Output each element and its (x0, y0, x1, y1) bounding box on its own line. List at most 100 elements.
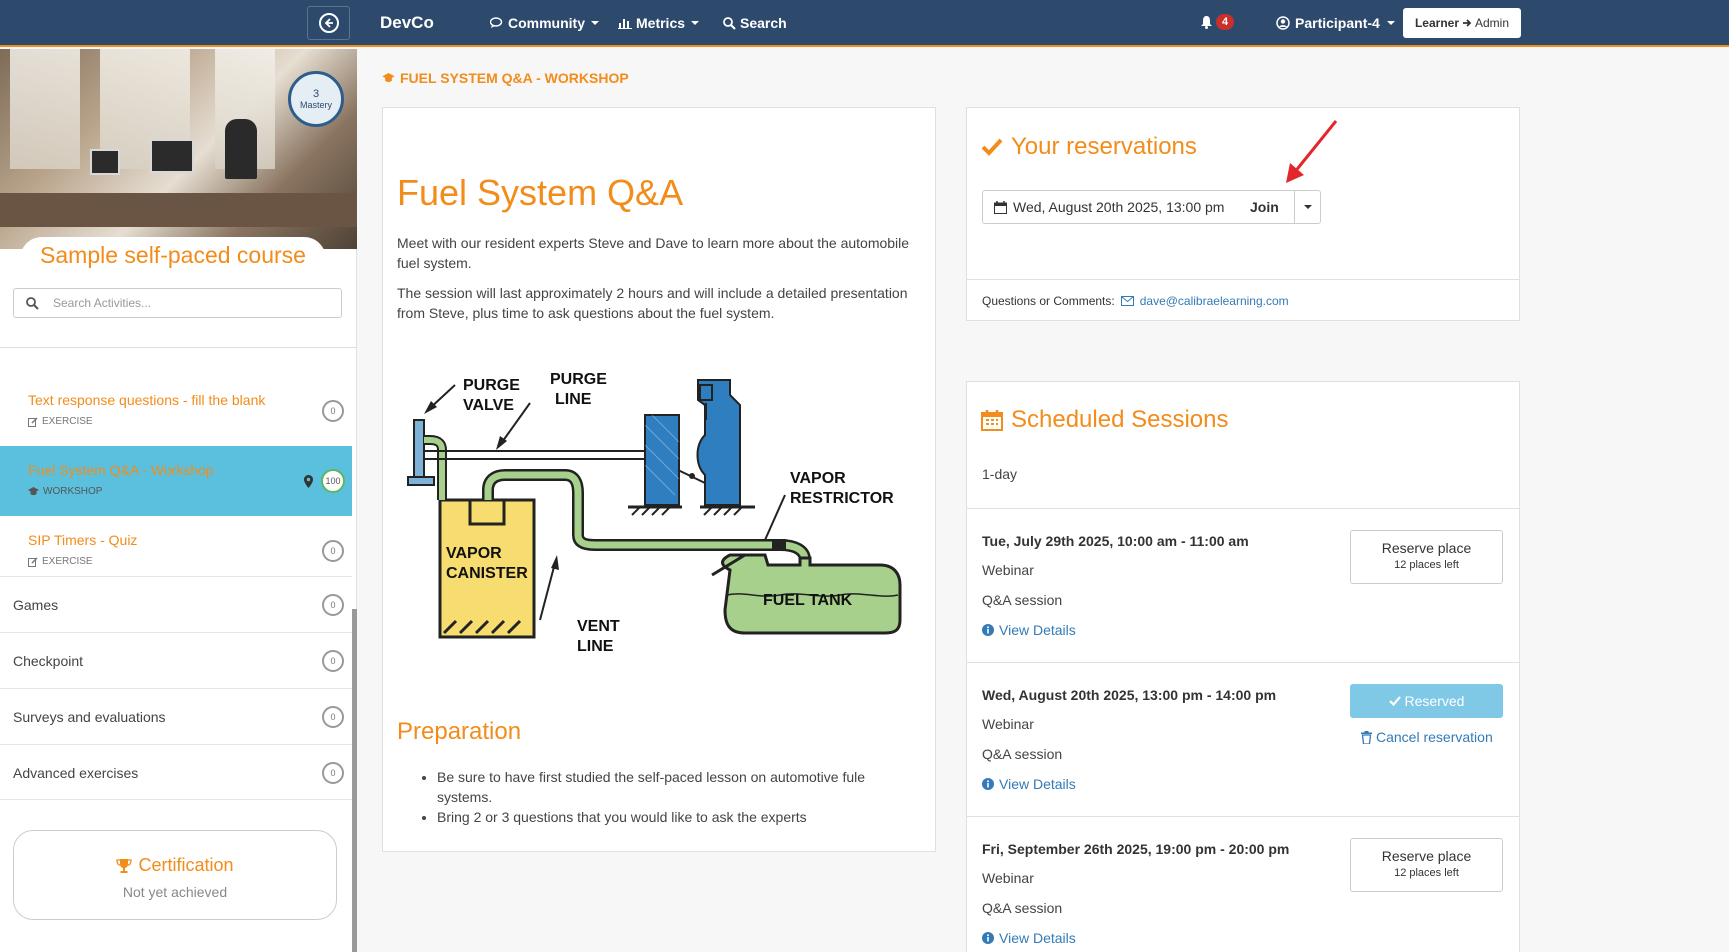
brand-logo[interactable]: DevCo (380, 13, 434, 32)
course-sidebar: 3 Mastery Sample self-paced course Searc… (0, 49, 357, 952)
notifications-button[interactable]: 4 (1200, 14, 1235, 30)
check-icon (981, 138, 1003, 156)
info-circle-icon (982, 778, 994, 790)
label-fuel-tank: FUEL TANK (763, 592, 853, 609)
certification-status: Not yet achieved (122, 884, 228, 900)
session-date: Wed, August 20th 2025, 13:00 pm - 14:00 … (982, 687, 1277, 703)
back-arrow-icon (318, 13, 339, 33)
section-title: Checkpoint (13, 653, 84, 669)
workshop-intro: Meet with our resident experts Steve and… (397, 235, 910, 271)
activity-item-active[interactable]: Fuel System Q&A - Workshop WORKSHOP 100 (0, 446, 352, 516)
certification-title: Certification (138, 855, 234, 875)
section-games[interactable]: Games 0 (0, 576, 352, 632)
label-vent-line-2: LINE (577, 638, 614, 655)
reservations-panel (966, 107, 1520, 321)
contact-email-link[interactable]: dave@calibraelearning.com (1120, 294, 1289, 308)
bell-icon (1201, 16, 1212, 29)
user-menu[interactable]: Participant-4 (1276, 15, 1395, 31)
session-date: Tue, July 29th 2025, 10:00 am - 11:00 am (982, 533, 1249, 549)
nav-search-label: Search (740, 15, 787, 31)
section-advanced-exercises[interactable]: Advanced exercises 0 (0, 744, 352, 800)
calendar-icon (981, 410, 1003, 431)
cancel-reservation-link[interactable]: Cancel reservation (1361, 729, 1493, 745)
session-kind: Q&A session (982, 746, 1063, 762)
workshop-details: The session will last approximately 2 ho… (397, 285, 908, 321)
label-vapor-canister-2: CANISTER (446, 565, 528, 582)
edit-icon (28, 556, 38, 567)
section-surveys[interactable]: Surveys and evaluations 0 (0, 688, 352, 744)
section-progress: 0 (322, 650, 344, 672)
activity-item[interactable]: Text response questions - fill the blank… (0, 376, 352, 446)
chevron-down-icon (1386, 21, 1395, 25)
nav-community[interactable]: Community (490, 15, 599, 31)
breadcrumb: FUEL SYSTEM Q&A - WORKSHOP (382, 70, 629, 86)
join-button[interactable]: Join (1250, 199, 1279, 215)
label-purge-line: PURGE (550, 371, 607, 388)
search-activities-input[interactable]: Search Activities... (13, 288, 342, 318)
view-details-link[interactable]: View Details (982, 622, 1076, 638)
scheduled-sessions-heading: Scheduled Sessions (981, 406, 1228, 434)
reserved-button[interactable]: Reserved (1350, 684, 1503, 718)
reserve-label: Reserve place (1381, 540, 1472, 556)
check-icon (1388, 696, 1401, 706)
certification-card[interactable]: Certification Not yet achieved (13, 830, 337, 920)
view-details-link[interactable]: View Details (982, 776, 1076, 792)
places-left: 12 places left (1394, 867, 1459, 879)
view-details-link[interactable]: View Details (982, 930, 1076, 946)
contact-email: dave@calibraelearning.com (1139, 294, 1289, 308)
section-title: Games (13, 597, 59, 613)
section-progress: 0 (322, 594, 344, 616)
label-purge-line-2: LINE (555, 391, 592, 408)
reservation-date-text: Wed, August 20th 2025, 13:00 pm (1013, 199, 1225, 215)
label-vapor-restrictor-2: RESTRICTOR (790, 490, 894, 507)
notification-count-badge: 4 (1216, 14, 1235, 30)
search-placeholder: Search Activities... (53, 296, 152, 310)
activity-title: Text response questions - fill the blank (28, 392, 266, 408)
nav-search[interactable]: Search (723, 15, 787, 31)
reservation-dropdown-toggle[interactable] (1294, 191, 1320, 223)
section-title: Surveys and evaluations (13, 709, 166, 725)
mastery-badge[interactable]: 3 Mastery (288, 71, 344, 127)
cancel-reservation-label: Cancel reservation (1376, 729, 1493, 745)
course-title[interactable]: Sample self-paced course (20, 237, 326, 279)
nav-metrics[interactable]: Metrics (618, 15, 700, 31)
trophy-icon (116, 858, 133, 873)
role-admin-label: Admin (1475, 16, 1510, 30)
reserve-place-button[interactable]: Reserve place 12 places left (1350, 838, 1503, 892)
section-title: Advanced exercises (13, 765, 139, 781)
scheduled-sessions-title: Scheduled Sessions (1011, 406, 1229, 433)
switch-role-button[interactable]: Learner Admin (1403, 8, 1521, 38)
sidebar-scrollbar[interactable] (352, 609, 357, 952)
top-navbar: DevCo Community Metrics Search 4 Partici… (0, 0, 1729, 47)
reserve-place-button[interactable]: Reserve place 12 places left (1350, 530, 1503, 584)
activity-progress: 0 (322, 400, 344, 422)
annotation-arrow-icon (1286, 120, 1338, 183)
preparation-heading: Preparation (397, 718, 522, 745)
chevron-down-icon (1303, 205, 1312, 209)
preparation-list: Be sure to have first studied the self-p… (437, 767, 917, 827)
comments-icon (490, 17, 503, 28)
calendar-icon (994, 200, 1007, 214)
chevron-down-icon (591, 21, 599, 25)
nav-metrics-label: Metrics (636, 15, 686, 31)
edit-icon (28, 416, 38, 427)
view-details-label: View Details (999, 930, 1076, 946)
list-item: Bring 2 or 3 questions that you would li… (437, 807, 917, 827)
places-left: 12 places left (1394, 559, 1459, 571)
activity-item[interactable]: SIP Timers - Quiz EXERCISE 0 (0, 516, 352, 586)
mastery-level: 3 (312, 88, 320, 100)
session-duration: 1-day (982, 466, 1018, 482)
reservation-button-group: Wed, August 20th 2025, 13:00 pm Join (982, 190, 1321, 224)
section-checkpoint[interactable]: Checkpoint 0 (0, 632, 352, 688)
questions-comments: Questions or Comments: dave@calibraelear… (982, 294, 1289, 308)
back-button[interactable] (307, 6, 350, 40)
reservations-heading: Your reservations (981, 133, 1197, 161)
bar-chart-icon (618, 19, 632, 29)
course-cover-image: 3 Mastery (0, 49, 357, 249)
session-format: Webinar (982, 716, 1034, 732)
breadcrumb-label: FUEL SYSTEM Q&A - WORKSHOP (400, 70, 629, 86)
label-purge-valve-2: VALVE (463, 397, 514, 414)
graduation-cap-icon (382, 73, 395, 83)
user-name: Participant-4 (1295, 15, 1380, 31)
label-purge-valve: PURGE (463, 377, 520, 394)
